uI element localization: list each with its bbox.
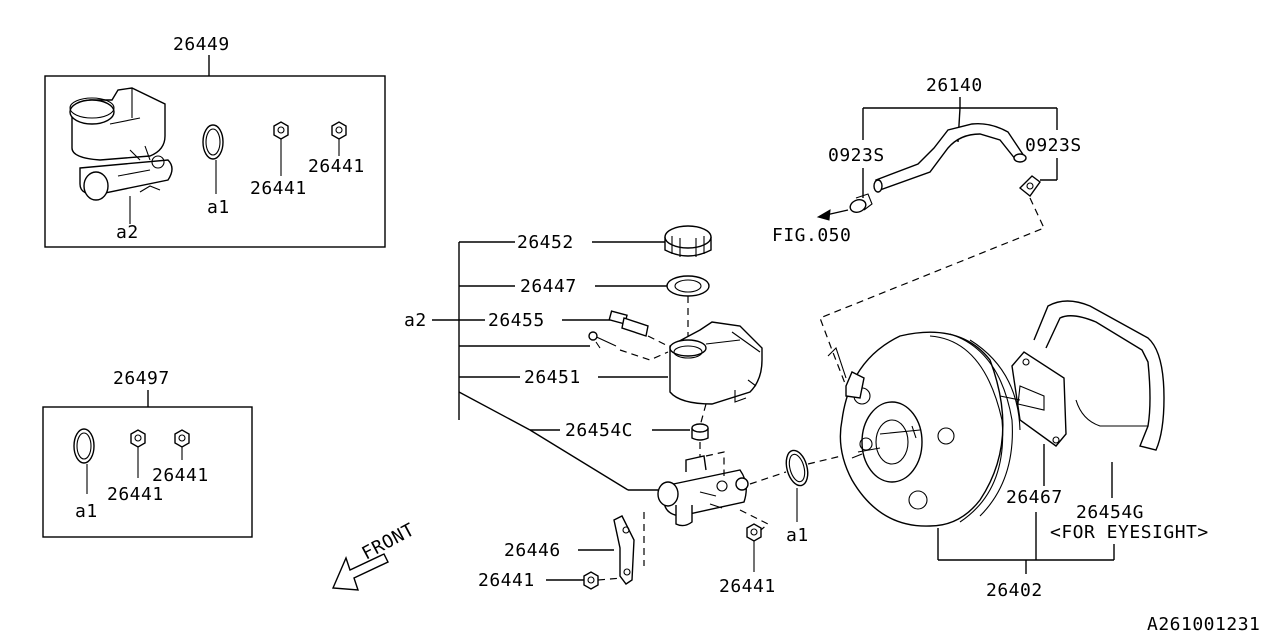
clamp-left-icon (849, 193, 873, 213)
kit-26497-frame (42, 406, 253, 538)
kit-26449-nut-1-icon (273, 121, 289, 140)
doc-number: A261001231 (1147, 614, 1260, 635)
callout-a2[interactable]: a2 (404, 310, 427, 331)
callout-26454c[interactable]: 26454C (565, 420, 633, 441)
front-label: FRONT (358, 519, 418, 564)
callout-a1[interactable]: a1 (786, 525, 809, 546)
callout-26446[interactable]: 26446 (504, 540, 561, 561)
vacuum-hose-group: 26140 0923S 0923S FIG.050 (772, 75, 1082, 246)
callout-26140[interactable]: 26140 (926, 75, 983, 96)
callout-26455[interactable]: 26455 (488, 310, 545, 331)
master-cylinder (657, 451, 770, 535)
callout-cylinder-nut[interactable]: 26441 (719, 576, 776, 597)
main-o-ring (785, 449, 809, 487)
callout-clamp-right[interactable]: 0923S (1025, 135, 1082, 156)
clamp-right-icon (1018, 175, 1041, 198)
callout-bracket-nut[interactable]: 26441 (478, 570, 535, 591)
kit-26449-label[interactable]: 26449 (173, 34, 230, 55)
kit-26449: 26449 a2 a1 26441 (44, 34, 386, 248)
callout-26454g[interactable]: 26454G (1076, 502, 1144, 523)
kit-26497-a1[interactable]: a1 (75, 501, 98, 522)
kit-26449-nut-2-icon (331, 121, 347, 140)
callout-26467[interactable]: 26467 (1006, 487, 1063, 508)
kit-26449-a2[interactable]: a2 (116, 222, 139, 243)
kit-26497: 26497 a1 26441 26441 (42, 368, 253, 538)
kit-26449-a1[interactable]: a1 (207, 197, 230, 218)
callout-tree-26402 (937, 512, 1115, 574)
kit-26497-nut-1-icon (130, 429, 146, 448)
eyesight-bracket (1033, 300, 1165, 451)
bracket-26446 (613, 515, 635, 585)
kit-26497-label[interactable]: 26497 (113, 368, 170, 389)
callout-tree-a2: a2 (404, 241, 658, 491)
vacuum-hose (875, 122, 1026, 191)
kit-master-cylinder-drawing (69, 87, 173, 201)
callout-clamp-left[interactable]: 0923S (828, 145, 885, 166)
kit-26497-nut-2-icon (174, 429, 190, 448)
bracket-nut-icon (583, 571, 599, 590)
kit-26497-nut-1-label[interactable]: 26441 (107, 484, 164, 505)
kit-26449-nut-2-label[interactable]: 26441 (308, 156, 365, 177)
kit-26497-nut-2-label[interactable]: 26441 (152, 465, 209, 486)
callout-26447[interactable]: 26447 (520, 276, 577, 297)
level-switch (588, 310, 677, 361)
reservoir-cap (664, 225, 712, 257)
callout-26452[interactable]: 26452 (517, 232, 574, 253)
front-arrow-icon (331, 553, 389, 591)
cap-seal (666, 275, 710, 297)
callout-eyesight-note[interactable]: <FOR EYESIGHT> (1050, 522, 1209, 543)
brake-booster (827, 331, 1067, 527)
callout-26402[interactable]: 26402 (986, 580, 1043, 601)
callout-26451[interactable]: 26451 (524, 367, 581, 388)
grommet (691, 423, 709, 441)
callout-fig-ref[interactable]: FIG.050 (772, 225, 851, 246)
cylinder-nut-icon (746, 523, 762, 542)
kit-26449-frame (44, 75, 386, 248)
kit-26449-nut-1-label[interactable]: 26441 (250, 178, 307, 199)
reservoir-tank (669, 321, 763, 405)
